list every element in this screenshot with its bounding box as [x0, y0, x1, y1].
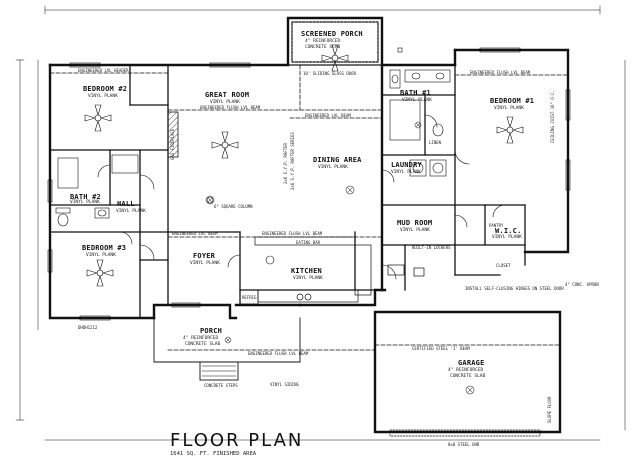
note-lvl-beam-dining: ENGINEERED LVL BEAM: [305, 113, 351, 118]
room-note-screened-porch-1: 4" REINFORCED: [305, 39, 341, 44]
note-dhdh: DHDH1212: [78, 325, 98, 330]
room-note-porch-2: CONCRETE SLAB: [185, 342, 221, 347]
room-label-bath-1-top: BATH #1: [400, 89, 431, 97]
note-truss-dining: 2x6 S.Y.P. RAFTER SERIES: [290, 132, 295, 190]
room-note-hall: VINYL PLANK: [116, 209, 146, 214]
note-truss-great: 2x6 S.Y.P. RAFTER: [283, 143, 288, 184]
note-gas-fireplace: GAS FIREPLACE: [170, 128, 175, 160]
room-label-screened-porch: SCREENED PORCH: [301, 30, 363, 38]
ceiling-fans: [84, 44, 524, 287]
note-flush-beam-bedroom1: ENGINEERED FLUSH LVL BEAM: [470, 70, 531, 75]
door-swings: [97, 114, 506, 280]
finished-area-note: 1641 SQ. FT. FINISHED AREA: [170, 451, 257, 457]
note-flush-beam-kitchen: ENGINEERED FLUSH LVL BEAM: [262, 231, 323, 236]
bath-fixtures: [55, 69, 451, 227]
kitchen-counters: [239, 236, 425, 305]
laundry-fixtures: [409, 159, 447, 177]
room-note-bedroom-3: VINYL PLANK: [86, 253, 116, 258]
room-note-screened-porch-2: CONCRETE SLAB: [305, 45, 341, 50]
note-flush-beam-porch: ENGINEERED FLUSH LVL BEAM: [248, 351, 309, 356]
note-lvl-beam-foyer: ENGINEERED LVL BEAM: [172, 231, 218, 236]
note-steel-ohd: 8x8 STEEL OHD: [448, 442, 480, 447]
note-self-closing-door: INSTALL SELF-CLOSING HINGES ON STEEL DOO…: [465, 286, 564, 291]
room-label-bedroom-1: BEDROOM #1: [490, 97, 535, 105]
room-label-foyer: FOYER: [193, 252, 216, 260]
room-note-laundry: VINYL PLANK: [391, 170, 421, 175]
room-label-laundry: LAUNDRY: [391, 161, 422, 169]
room-note-foyer: VINYL PLANK: [190, 261, 220, 266]
interior-walls: [49, 64, 526, 319]
fireplace: [167, 111, 179, 158]
room-note-garage-2: CONCRETE SLAB: [450, 374, 486, 379]
note-steel-beam: CERTIFIED STEEL 'I' BEAM: [412, 346, 470, 351]
room-label-porch: PORCH: [200, 327, 223, 335]
steps: [201, 365, 237, 377]
room-note-garage-1: 4" REINFORCED: [448, 368, 484, 373]
room-note-wic: VINYL PLANK: [492, 235, 522, 240]
room-label-dining-area: DINING AREA: [313, 156, 362, 164]
note-conc-apron: 4" CONC. APRON: [565, 282, 599, 287]
room-note-bedroom-1: VINYL PLANK: [494, 106, 524, 111]
exterior-walls: [48, 16, 570, 434]
room-note-great-room: VINYL PLANK: [210, 100, 240, 105]
room-note-kitchen: VINYL PLANK: [293, 276, 323, 281]
room-label-wic: W.I.C.: [495, 227, 522, 235]
note-eating-bar: EATING BAR: [296, 240, 321, 245]
front-porch: [153, 317, 301, 381]
room-label-hall: HALL: [117, 200, 135, 208]
note-vinyl-siding: VINYL SIDING: [270, 382, 299, 387]
room-label-garage: GARAGE: [458, 359, 485, 367]
note-concrete-steps: CONCRETE STEPS: [204, 383, 238, 388]
room-note-bath-2: VINYL PLANK: [70, 200, 100, 205]
room-note-mud-room: VINYL PLANK: [400, 228, 430, 233]
column-markers: [206, 196, 275, 265]
note-closet: CLOSET: [496, 263, 511, 268]
windows: [47, 47, 571, 321]
dimension-lines: [15, 5, 626, 441]
note-linen: LINEN: [429, 140, 442, 145]
room-label-bath-2: BATH #2: [70, 193, 101, 201]
drawing-title: FLOOR PLAN: [170, 430, 304, 451]
room-note-bedroom-2: VINYL PLANK: [88, 94, 118, 99]
note-slope-floor: SLOPE FLOOR: [547, 396, 552, 424]
note-sliding-door: 10' SLIDING GLASS DOOR: [303, 71, 356, 76]
note-pantry: PANTRY: [489, 223, 504, 228]
light-fixtures: [205, 121, 475, 395]
room-note-bath-1: VINYL PLANK: [402, 98, 432, 103]
note-refrig: REFRIG: [242, 295, 257, 300]
garage-door: [389, 429, 541, 437]
room-label-bedroom-2: BEDROOM #2: [83, 85, 128, 93]
note-flush-beam-great: ENGINEERED FLUSH LVL BEAM: [200, 105, 261, 110]
note-lvl-header: ENGINEERED LVL HEADER: [78, 68, 129, 73]
room-label-great-room: GREAT ROOM: [205, 91, 250, 99]
note-ceiling-joist: CEILING JOIST 16" O.C.: [550, 90, 555, 143]
room-label-kitchen: KITCHEN: [291, 267, 322, 275]
room-label-bedroom-3: BEDROOM #3: [82, 244, 127, 252]
note-lockers: BUILT-IN LOCKERS: [412, 245, 451, 250]
room-label-mud-room: MUD ROOM: [397, 219, 433, 227]
room-note-dining-area: VINYL PLANK: [318, 165, 348, 170]
room-note-porch-1: 4" REINFORCED: [183, 336, 219, 341]
note-square-column: 6" SQUARE COLUMN: [214, 204, 253, 209]
